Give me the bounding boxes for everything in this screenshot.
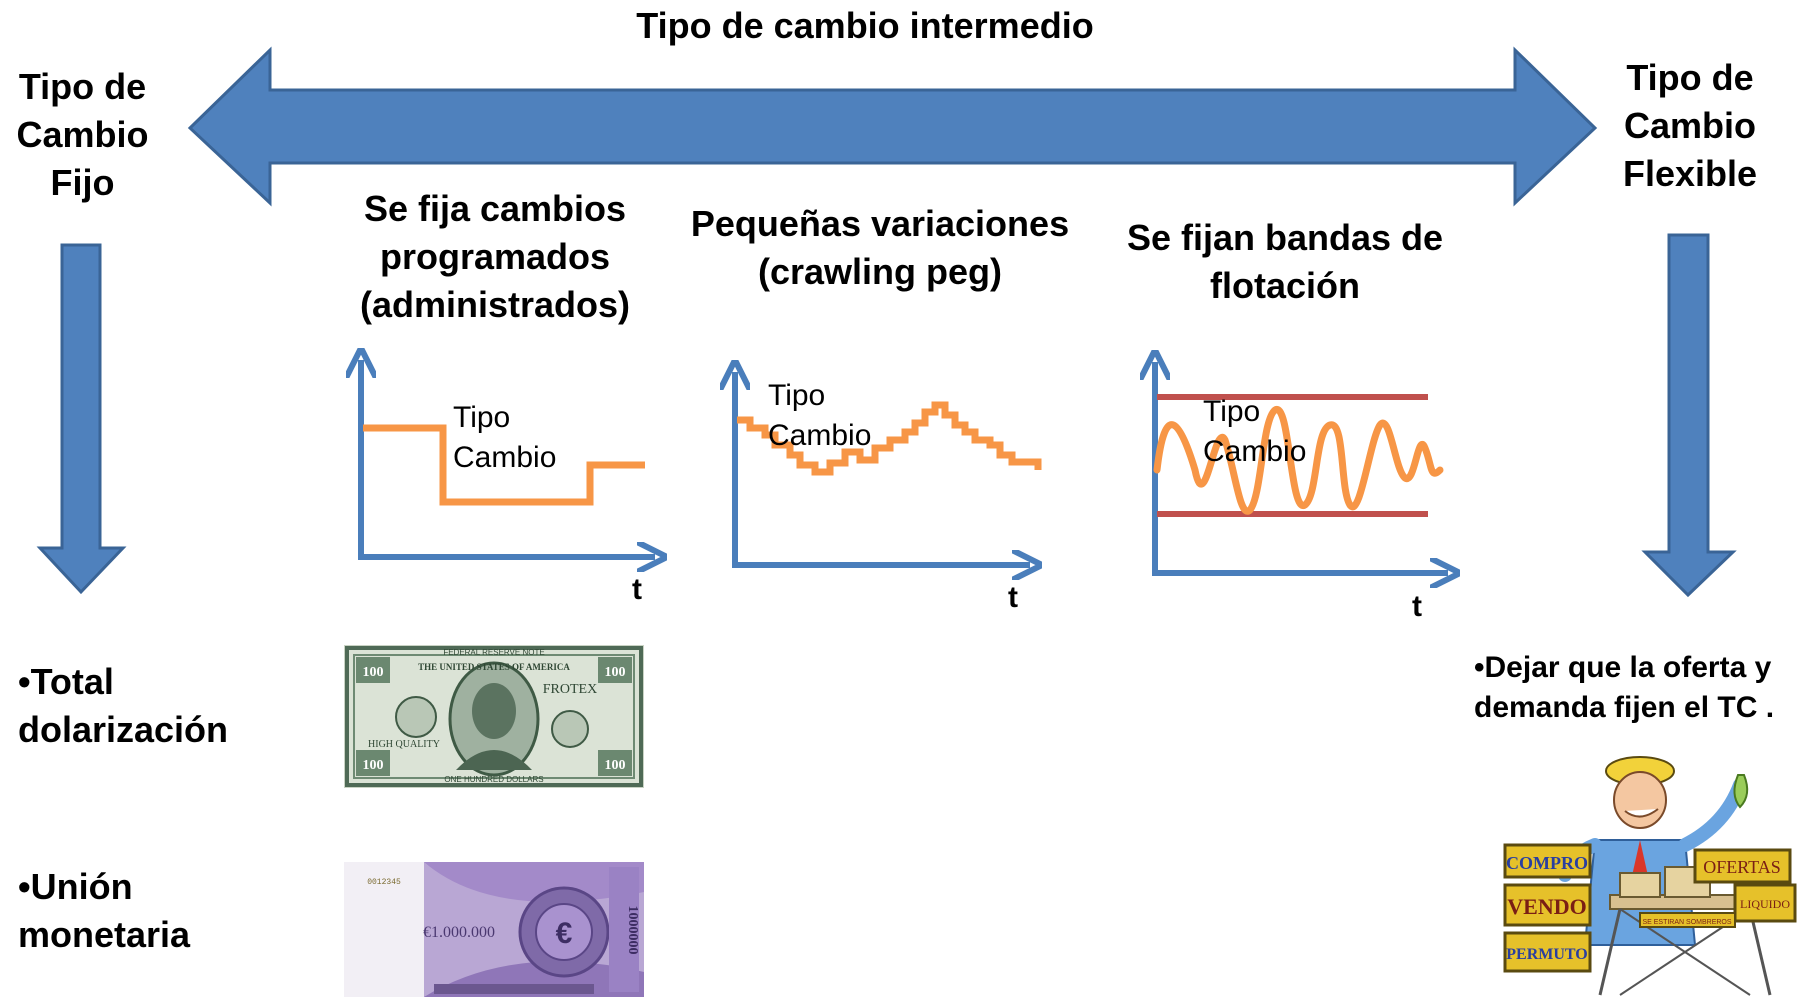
- dollar-bottom-text: ONE HUNDRED DOLLARS: [444, 775, 543, 784]
- euro-banknote-art: 0012345 €1.000.000 € 1000000: [344, 862, 644, 997]
- dollar-denom-tl: 100: [363, 665, 384, 680]
- euro-symbol-text: €: [556, 917, 573, 950]
- panel-3-chart: [1152, 362, 1448, 576]
- sign-permuto: PERMUTO: [1506, 946, 1587, 963]
- dollar-mid-text: THE UNITED STATES OF AMERICA: [418, 662, 570, 672]
- panel-1-axis-label: t: [632, 573, 642, 606]
- panel-3-axis-label: t: [1412, 590, 1422, 623]
- euro-banknote-image: 0012345 €1.000.000 € 1000000: [344, 862, 644, 997]
- vendor-cartoon-art: COMPRO VENDO PERMUTO OFERTAS LIQUIDO SE …: [1503, 756, 1797, 996]
- panel-2-series-line: [737, 401, 1042, 476]
- dollar-top-text: FEDERAL RESERVE NOTE: [443, 648, 544, 657]
- dollar-denom-bl: 100: [363, 758, 384, 773]
- dollar-denom-tr: 100: [605, 665, 626, 680]
- euro-vertical-text: 1000000: [625, 906, 640, 955]
- left-down-arrow: [36, 243, 127, 595]
- dollar-brand-text: FROTEX: [543, 682, 597, 697]
- dollar-banknote-image: FEDERAL RESERVE NOTE THE UNITED STATES O…: [344, 645, 644, 788]
- double-headed-arrow: [187, 46, 1598, 207]
- dollar-quality-text: HIGH QUALITY: [368, 739, 440, 750]
- dollar-denom-br: 100: [605, 758, 626, 773]
- sign-ofertas: OFERTAS: [1703, 857, 1781, 877]
- sign-banner: SE ESTIRAN SOMBREROS: [1642, 919, 1731, 926]
- vendor-cartoon-image: COMPRO VENDO PERMUTO OFERTAS LIQUIDO SE …: [1500, 745, 1800, 1003]
- right-down-arrow: [1641, 233, 1737, 598]
- panel-2-title: Pequeñas variaciones(crawling peg): [690, 203, 1070, 292]
- euro-value-text: €1.000.000: [423, 924, 495, 941]
- sign-vendo: VENDO: [1507, 894, 1586, 919]
- sign-liquido: LIQUIDO: [1740, 897, 1790, 911]
- dollar-banknote-art: FEDERAL RESERVE NOTE THE UNITED STATES O…: [345, 646, 643, 787]
- top-label: Tipo de cambio intermedio: [636, 5, 1094, 46]
- panel-1-series-line: [363, 424, 645, 506]
- panel-2-chart: [732, 372, 1038, 568]
- sign-compro: COMPRO: [1506, 853, 1588, 873]
- panel-3-series-line: [1153, 406, 1444, 515]
- euro-serial-text: 0012345: [367, 878, 401, 887]
- panel-1-chart: [358, 360, 655, 560]
- panel-2-axis-label: t: [1008, 581, 1018, 614]
